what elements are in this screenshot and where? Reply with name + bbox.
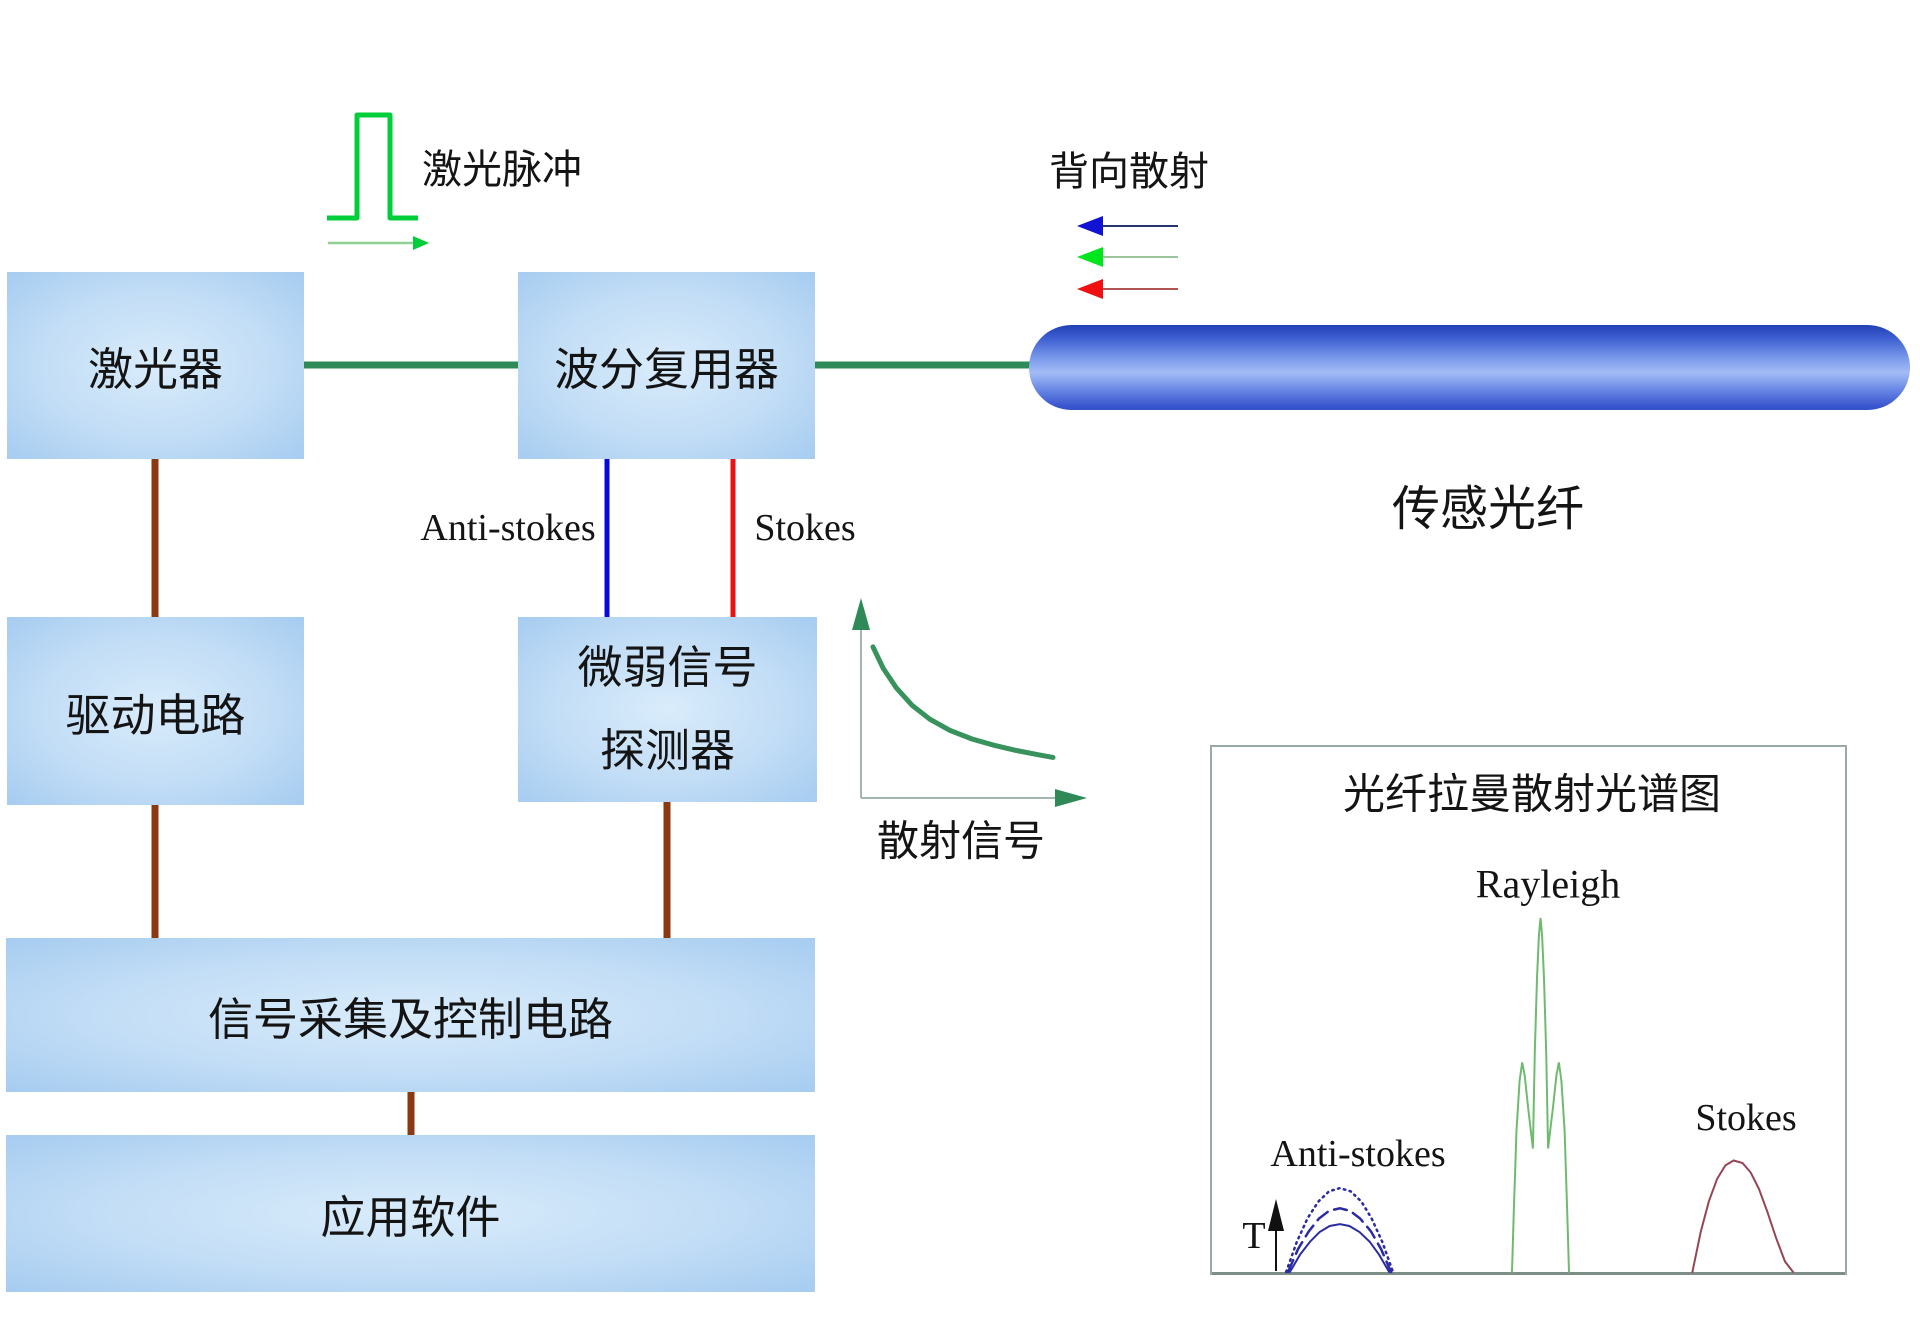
software-box-label: 应用软件 bbox=[320, 1193, 501, 1243]
sensing-fiber-cylinder bbox=[1029, 325, 1910, 410]
spectrum-stokes-label: Stokes bbox=[1695, 1097, 1797, 1139]
temperature-arrowhead bbox=[1268, 1199, 1284, 1231]
backscatter-label: 背向散射 bbox=[1049, 149, 1209, 194]
curve-rayleigh bbox=[1511, 917, 1570, 1273]
curve-anti-stokes-mid-T bbox=[1286, 1207, 1393, 1274]
laser-box-label: 激光器 bbox=[87, 345, 223, 395]
sensing-fiber-label: 传感光纤 bbox=[1391, 483, 1585, 536]
spectrum-anti-stokes-label: Anti-stokes bbox=[1270, 1133, 1446, 1175]
daq-box: 信号采集及控制电路 bbox=[6, 938, 815, 1092]
stokes-label: Stokes bbox=[754, 507, 856, 549]
curve-anti-stokes-high-T bbox=[1284, 1186, 1395, 1274]
curve-stokes bbox=[1691, 1159, 1795, 1273]
pulse-direction-arrowhead bbox=[413, 236, 429, 250]
decay-plot-y-arrowhead bbox=[852, 598, 870, 630]
spectrum-plot-layer bbox=[1212, 917, 1845, 1275]
spectrum-temperature-label: T bbox=[1242, 1215, 1266, 1257]
decay-plot-x-arrowhead bbox=[1055, 789, 1087, 807]
backscatter-green-arrowhead bbox=[1077, 247, 1103, 267]
driver-box-label: 驱动电路 bbox=[65, 690, 246, 741]
wdm-box: 波分复用器 bbox=[518, 272, 815, 459]
spectrum-rayleigh-label: Rayleigh bbox=[1475, 861, 1621, 907]
raman-spectrum-chart: 光纤拉曼散射光谱图 Rayleigh Anti-stokes Stokes T bbox=[1210, 745, 1847, 1275]
curve-backscatter-decay bbox=[870, 644, 1056, 760]
wdm-box-label: 波分复用器 bbox=[553, 345, 779, 395]
backscatter-red-arrowhead bbox=[1077, 279, 1103, 299]
detector-box: 微弱信号 探测器 bbox=[518, 617, 817, 802]
laser-pulse-label: 激光脉冲 bbox=[422, 147, 582, 192]
anti-stokes-label: Anti-stokes bbox=[420, 507, 596, 549]
curve-anti-stokes-low-T bbox=[1288, 1223, 1391, 1273]
spectrum-title: 光纤拉曼散射光谱图 bbox=[1342, 772, 1722, 819]
backscatter-blue-arrowhead bbox=[1077, 216, 1103, 236]
driver-box: 驱动电路 bbox=[7, 617, 304, 805]
daq-box-label: 信号采集及控制电路 bbox=[207, 994, 613, 1045]
detector-box-label-line2: 探测器 bbox=[599, 725, 735, 776]
laser-box: 激光器 bbox=[7, 272, 304, 459]
software-box: 应用软件 bbox=[6, 1135, 815, 1292]
laser-pulse-icon bbox=[327, 112, 418, 221]
scatter-signal-label: 散射信号 bbox=[876, 819, 1046, 866]
detector-box-label-line1: 微弱信号 bbox=[577, 642, 758, 693]
